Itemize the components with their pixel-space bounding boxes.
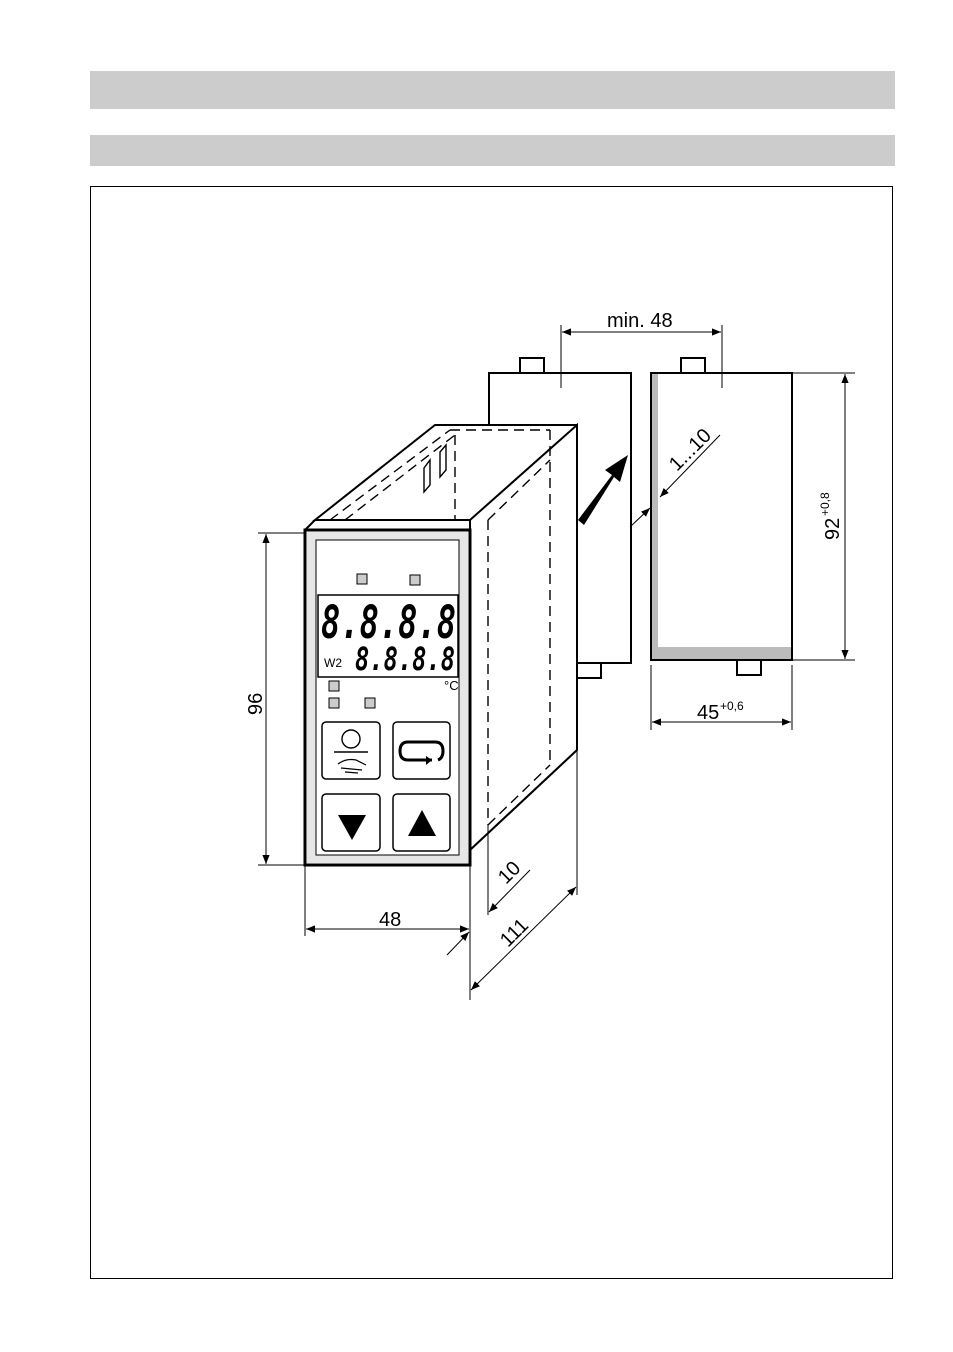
auto-manual-button[interactable] (321, 721, 381, 780)
dim-cutout-height: 92 (822, 518, 844, 540)
dim-cutout-width: 45 (697, 702, 719, 724)
hand-icon (337, 758, 367, 774)
display-sub: 8.8.8.8 (355, 640, 455, 678)
dim-min-gap: min. 48 (607, 310, 673, 332)
led-1 (356, 573, 368, 585)
dim-total-depth: 111 (496, 914, 533, 951)
down-button[interactable] (321, 793, 381, 852)
housing-clips (423, 443, 447, 494)
figure-frame (90, 186, 893, 1279)
display-window (317, 594, 459, 678)
led-4 (328, 697, 340, 709)
front-bezel (303, 519, 472, 867)
panel-cutout-right (650, 357, 793, 676)
up-button[interactable] (392, 793, 451, 852)
loop-icon (398, 740, 445, 762)
led-5 (364, 697, 376, 709)
setpoint-label: W2 (324, 656, 342, 670)
dim-front-width: 48 (379, 909, 401, 931)
up-arrow-icon (408, 810, 436, 836)
dim-front-depth: 10 (494, 857, 525, 888)
header-bar (90, 71, 895, 109)
mount-arrow (578, 455, 628, 525)
down-arrow-icon (338, 815, 366, 840)
hidden-edges (329, 429, 551, 826)
subheader-bar (90, 135, 895, 166)
loop-button[interactable] (392, 721, 451, 780)
unit-label: °C (444, 678, 459, 693)
led-2 (409, 574, 421, 586)
dim-cutout-width-tol: +0,6 (720, 699, 744, 713)
led-3 (328, 680, 340, 692)
dim-cutout-height-tol: +0,8 (818, 492, 832, 516)
display-main: 8.8.8.8 (321, 596, 456, 649)
dim-front-height: 96 (245, 693, 267, 715)
